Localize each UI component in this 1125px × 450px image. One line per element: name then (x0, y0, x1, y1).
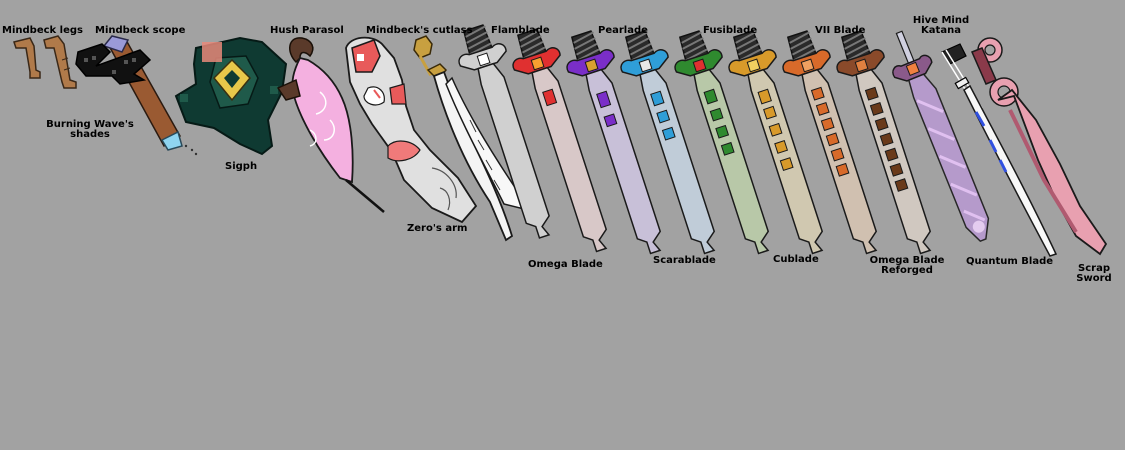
label-scrap-sword-line1: Scrap (1078, 263, 1110, 274)
vii-blade-icon (782, 29, 878, 255)
burning-wave-shades-icon (75, 43, 152, 85)
label-burning-wave-shades-line1: Burning Wave's (46, 119, 134, 130)
hive-mind-katana-icon (941, 43, 1058, 257)
label-mindbecks-cutlass: Mindbeck's cutlass (366, 25, 473, 36)
label-flamblade: Flamblade (491, 25, 550, 36)
label-pearlade: Pearlade (598, 25, 648, 36)
label-hive-mind-katana-line1: Hive Mind (912, 15, 970, 26)
label-mindbeck-legs: Mindbeck legs (2, 25, 83, 36)
label-burning-wave-shades-line2: shades (70, 129, 110, 140)
zeros-arm-icon (345, 36, 478, 224)
label-mindbeck-scope: Mindbeck scope (95, 25, 186, 36)
label-omega-blade-reforged-line1: Omega Blade (869, 255, 945, 266)
label-omega-blade: Omega Blade (528, 259, 603, 270)
label-vii-blade: VII Blade (815, 25, 866, 36)
pearlade-icon (620, 29, 716, 255)
mindbecks-cutlass-icon (413, 35, 530, 242)
scrap-sword-icon (971, 37, 1108, 256)
label-omega-blade-reforged: Omega Blade Reforged (862, 256, 952, 276)
label-burning-wave-shades: Burning Wave's shades (40, 120, 140, 140)
label-scrap-sword-line2: Sword (1076, 273, 1112, 284)
scarablade-icon (566, 29, 662, 255)
label-hive-mind-katana: Hive Mind Katana (904, 16, 978, 36)
hush-parasol-icon (276, 37, 385, 213)
cublade-icon (674, 29, 770, 255)
omega-blade-icon (458, 23, 551, 239)
label-scrap-sword: Scrap Sword (1072, 264, 1116, 284)
label-omega-blade-reforged-line2: Reforged (881, 265, 933, 276)
label-fusiblade: Fusiblade (703, 25, 758, 36)
label-zeros-arm: Zero's arm (407, 223, 468, 234)
label-quantum-blade: Quantum Blade (966, 256, 1054, 267)
flamblade-icon (512, 27, 608, 253)
sigph-icon (174, 36, 288, 156)
label-scarablade: Scarablade (653, 255, 716, 266)
fusiblade-icon (728, 29, 824, 255)
label-cublade: Cublade (773, 254, 819, 265)
omega-blade-reforged-icon (836, 29, 932, 255)
label-sigph: Sigph (225, 161, 258, 172)
label-hive-mind-katana-line2: Katana (921, 25, 961, 36)
quantum-blade-icon (892, 30, 990, 243)
mindbeck-legs-icon (13, 35, 77, 89)
label-hush-parasol: Hush Parasol (270, 25, 344, 36)
